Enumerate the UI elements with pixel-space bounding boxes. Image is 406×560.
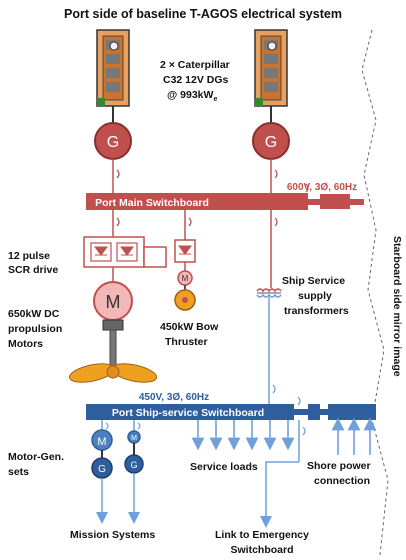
mg1-gen-symbol: G: [98, 464, 106, 475]
transformer-label-2: supply: [298, 290, 332, 302]
mirror-boundary: [361, 29, 389, 556]
propulsion-label-2: propulsion: [8, 323, 62, 335]
main-switchboard-label: Port Main Switchboard: [95, 197, 209, 209]
mg1-motor-symbol: M: [97, 436, 106, 448]
bow-thruster-label-2: Thruster: [165, 336, 208, 348]
shore-power-label-2: connection: [314, 475, 370, 487]
diagram-title: Port side of baseline T-AGOS electrical …: [64, 7, 342, 21]
diesel-generator-1: [96, 29, 130, 107]
mg2-gen-symbol: G: [130, 460, 137, 470]
transformer: [256, 288, 282, 298]
shore-power-label-1: Shore power: [307, 460, 371, 472]
scr-drive-label-1: 12 pulse: [8, 250, 50, 262]
generator-g-1: G: [94, 122, 132, 160]
ss-bus-voltage: 450V, 3Ø, 60Hz: [139, 392, 209, 403]
generator-g-2: G: [252, 122, 290, 160]
bow-thruster-propeller: [174, 289, 196, 311]
bow-thruster-label-1: 450kW Bow: [160, 321, 219, 333]
transformer-label-1: Ship Service: [282, 275, 345, 287]
motor-gen-set-2: M G: [124, 430, 144, 474]
generators-label-1: 2 × Caterpillar: [160, 59, 230, 71]
scr-drive: [83, 236, 167, 268]
motor-gen-label-1: Motor-Gen.: [8, 451, 64, 463]
service-loads-label: Service loads: [190, 461, 258, 473]
bow-thruster-motor-symbol: M: [182, 274, 189, 283]
bow-thruster-drive: [174, 239, 196, 263]
propulsion-motor-symbol: M: [106, 292, 121, 312]
shore-power-bus: [328, 404, 376, 420]
transformer-label-3: transformers: [284, 305, 349, 317]
generator-symbol-2: G: [265, 134, 277, 151]
mirror-note: Starboard side mirror image: [391, 236, 403, 377]
mission-systems-label: Mission Systems: [70, 529, 155, 541]
ss-switchboard: [86, 404, 294, 420]
motor-gen-set-1: M G: [91, 429, 113, 479]
propeller: [68, 319, 158, 383]
emergency-link-label-2: Switchboard: [230, 544, 293, 556]
propulsion-motor: M: [93, 281, 133, 321]
generators-label-2: C32 12V DGs: [163, 74, 229, 86]
mg2-motor-symbol: M: [131, 435, 137, 442]
shore-power-arrows: [331, 417, 377, 455]
motor-gen-label-2: sets: [8, 466, 29, 478]
bus-tie: [320, 194, 350, 209]
ss-switchboard-label: Port Ship-service Switchboard: [112, 407, 264, 419]
emergency-link-label-1: Link to Emergency: [215, 529, 309, 541]
scr-drive-label-2: SCR drive: [8, 264, 58, 276]
main-switchboard: [86, 193, 308, 210]
main-bus-voltage: 600V, 3Ø, 60Hz: [287, 182, 357, 193]
bow-thruster-motor: M: [177, 270, 193, 286]
generators-label-3: @ 993kWe: [167, 89, 217, 103]
generator-symbol-1: G: [107, 134, 119, 151]
service-load-arrows: [191, 420, 295, 451]
propulsion-label-3: Motors: [8, 338, 43, 350]
diesel-generator-2: [254, 29, 288, 107]
propulsion-label-1: 650kW DC: [8, 308, 60, 320]
